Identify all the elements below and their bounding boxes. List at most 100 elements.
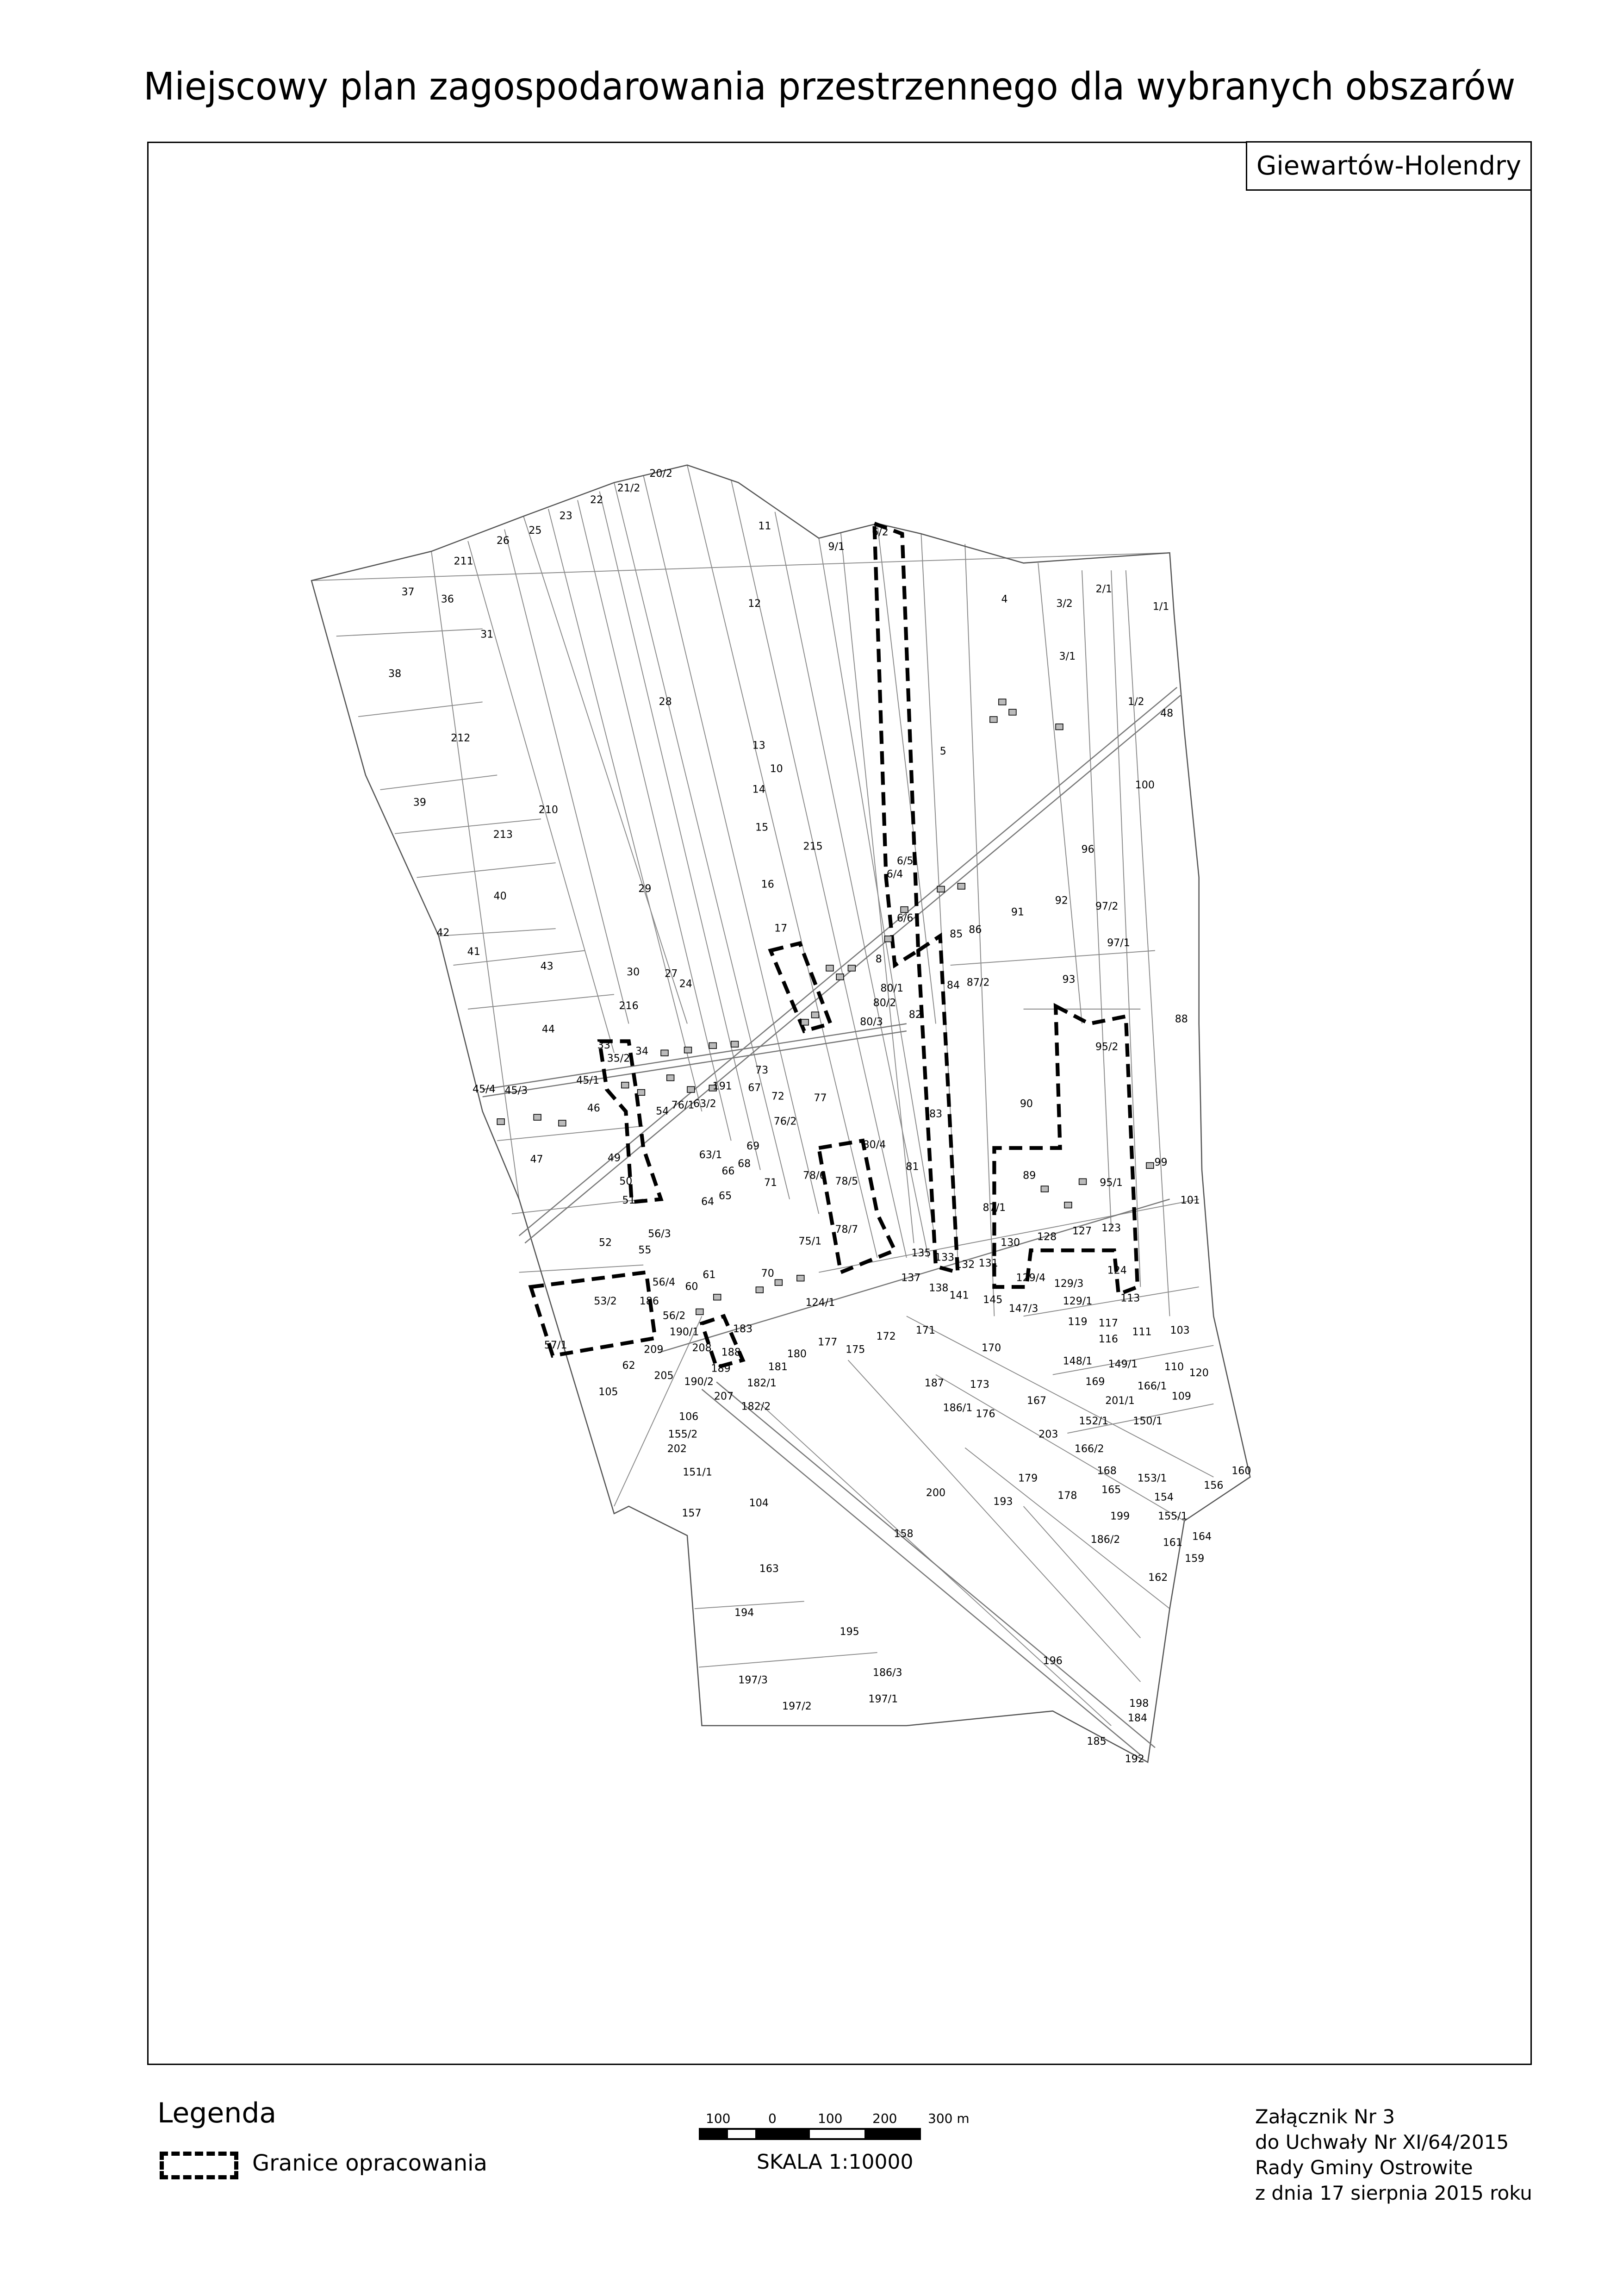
parcel-label: 71 [764, 1177, 777, 1189]
parcel-label: 188 [721, 1347, 741, 1359]
study-area-boundary [872, 521, 920, 969]
parcel-label: 6/2 [872, 526, 889, 538]
parcel-label: 67 [748, 1082, 761, 1094]
parcel-label: 56/3 [648, 1228, 671, 1240]
parcel-label: 3/1 [1059, 650, 1076, 662]
parcel-label: 57/1 [544, 1339, 567, 1351]
parcel-label: 172 [877, 1330, 896, 1342]
parcel-label: 80/1 [880, 982, 903, 994]
parcel-label: 151/1 [683, 1466, 712, 1479]
parcel-line [687, 465, 878, 1258]
parcel-label: 198 [1129, 1697, 1149, 1710]
building [774, 1279, 783, 1286]
parcel-label: 6/5 [897, 855, 914, 867]
parcel-line [453, 950, 585, 966]
parcel-label: 192 [1125, 1753, 1144, 1765]
parcel-label: 178 [1057, 1490, 1077, 1502]
parcel-label: 51 [622, 1194, 635, 1206]
parcel-label: 80/3 [860, 1016, 883, 1028]
parcel-label: 86 [969, 924, 982, 936]
parcel-line [699, 1652, 877, 1668]
parcel-line [497, 1125, 644, 1142]
parcel-label: 184 [1128, 1712, 1147, 1724]
parcel-label: 44 [542, 1023, 555, 1035]
road [658, 1198, 1170, 1354]
building [796, 1275, 805, 1282]
parcel-line [336, 628, 483, 637]
road [482, 1030, 907, 1098]
parcel-label: 163 [759, 1563, 779, 1575]
parcel-label: 153/1 [1138, 1472, 1167, 1484]
annotation-line: Załącznik Nr 3 [1255, 2105, 1395, 2128]
parcel-line [577, 500, 732, 1141]
parcel-label: 52 [599, 1237, 612, 1249]
parcel-label: 150/1 [1133, 1415, 1163, 1427]
parcel-line [614, 1316, 703, 1507]
parcel-label: 168 [1097, 1465, 1117, 1477]
parcel-label: 42 [436, 927, 449, 939]
parcel-label: 193 [993, 1496, 1013, 1508]
parcel-label: 182/2 [741, 1401, 771, 1413]
parcel-label: 80/4 [863, 1139, 886, 1151]
parcel-label: 87/1 [983, 1202, 1006, 1214]
map-outline [311, 464, 1251, 1763]
dashed-boundary-icon [160, 2152, 238, 2179]
parcel-label: 66 [721, 1165, 734, 1177]
annotation-line: z dnia 17 sierpnia 2015 roku [1255, 2182, 1532, 2204]
building [713, 1294, 721, 1301]
building [709, 1085, 717, 1092]
parcel-label: 91 [1011, 906, 1024, 918]
building [847, 965, 856, 972]
building [621, 1082, 629, 1089]
study-area-boundaries [528, 521, 1140, 1370]
road [482, 1023, 907, 1090]
parcel-label: 215 [803, 841, 823, 853]
parcel-line [840, 532, 914, 1243]
annotation-line: do Uchwały Nr XI/64/2015 [1255, 2131, 1509, 2153]
parcel-label: 23 [560, 510, 572, 522]
scale-bar [699, 2128, 921, 2140]
parcel-label: 119 [1068, 1316, 1087, 1328]
parcel-label: 40 [494, 890, 507, 902]
parcel-label: 123 [1101, 1222, 1121, 1234]
parcel-line [1023, 1286, 1199, 1317]
parcel-label: 72 [771, 1091, 784, 1103]
parcel-label: 73 [755, 1064, 768, 1076]
parcel-label: 197/1 [868, 1693, 898, 1705]
parcel-label: 68 [738, 1158, 751, 1170]
parcel-label: 1/2 [1128, 696, 1144, 708]
parcel-line [950, 950, 1155, 966]
parcel-label: 49 [608, 1152, 621, 1164]
parcel-label: 155/1 [1158, 1510, 1188, 1522]
parcel-label: 120 [1189, 1367, 1209, 1379]
parcel-label: 78/7 [835, 1223, 858, 1235]
parcel-label: 129/3 [1054, 1278, 1084, 1290]
parcel-label: 190/2 [684, 1376, 714, 1388]
parcel-label: 186 [640, 1295, 659, 1307]
legend-item-label: Granice opracowania [252, 2150, 487, 2176]
parcel-line [519, 1264, 644, 1273]
parcel-label: 39 [413, 797, 426, 809]
parcel-label: 69 [746, 1140, 759, 1152]
building [801, 1019, 809, 1026]
parcel-label: 103 [1170, 1324, 1190, 1336]
parcel-label: 154 [1154, 1491, 1174, 1503]
parcel-label: 127 [1072, 1225, 1092, 1237]
parcel-label: 61 [703, 1269, 715, 1281]
parcel-label: 55 [638, 1244, 651, 1256]
parcel-label: 186/3 [873, 1666, 902, 1678]
parcel-line [847, 1360, 1141, 1682]
parcel-label: 62 [622, 1360, 635, 1372]
parcel-label: 97/2 [1095, 900, 1119, 912]
parcel-label: 4 [1001, 593, 1007, 605]
parcel-label: 130 [1001, 1237, 1020, 1249]
parcel-label: 45/4 [473, 1083, 496, 1095]
parcel-label: 162 [1148, 1572, 1168, 1584]
parcel-label: 9/1 [828, 541, 845, 553]
parcel-label: 166/2 [1075, 1443, 1104, 1455]
parcel-label: 97/1 [1107, 937, 1130, 949]
parcel-label: 106 [679, 1411, 698, 1423]
building [884, 936, 893, 942]
parcel-line [1067, 1403, 1214, 1434]
